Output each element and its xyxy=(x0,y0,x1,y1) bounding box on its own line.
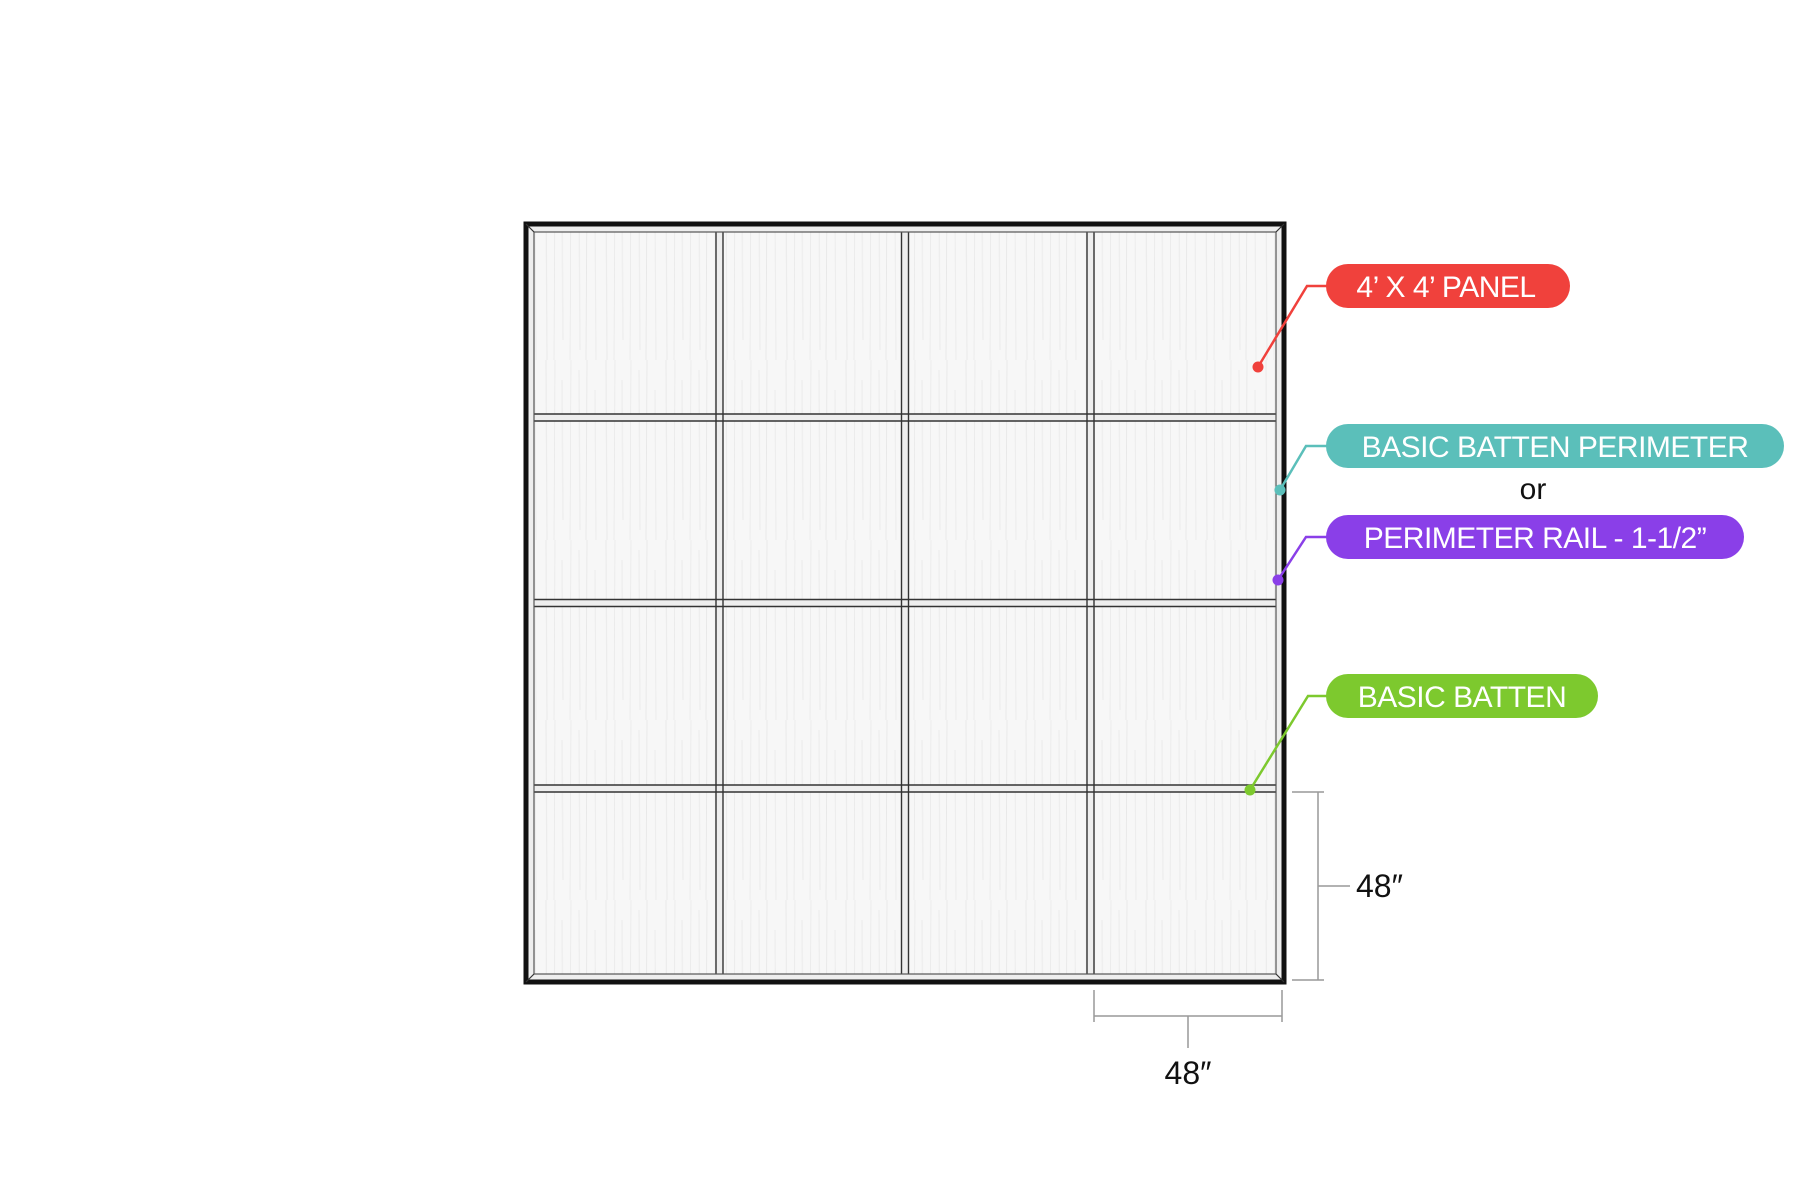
panel-r2-c3 xyxy=(908,420,1088,600)
panel-r3-c1 xyxy=(533,606,717,786)
panel-r2-c4 xyxy=(1093,420,1277,600)
panel-r4-c3 xyxy=(908,791,1088,975)
panel-label: 4’ X 4’ PANEL xyxy=(1356,271,1535,304)
vertical-dimension: 48″ xyxy=(1292,791,1403,981)
panel-r1-c4 xyxy=(1093,231,1277,415)
panel-r4-c2 xyxy=(722,791,902,975)
panels xyxy=(533,231,1277,975)
battens xyxy=(534,232,1276,974)
basic-batten-perimeter-label: BASIC BATTEN PERIMETER xyxy=(1362,431,1749,464)
basic-batten-perimeter-leader-line xyxy=(1278,444,1330,491)
panel-r1-c3 xyxy=(908,231,1088,415)
panel-leader-line xyxy=(1256,284,1330,368)
panel-r3-c2 xyxy=(722,606,902,786)
basic-batten-label: BASIC BATTEN xyxy=(1358,681,1566,714)
basic-batten-label-pill xyxy=(1326,674,1598,718)
panel-r1-c1 xyxy=(533,231,717,415)
vertical-dimension-label: 48″ xyxy=(1356,868,1403,904)
panel-r2-c1 xyxy=(533,420,717,600)
basic-batten-callout: BASIC BATTEN xyxy=(1244,674,1598,796)
perimeter-inner-edge xyxy=(533,231,1277,975)
panel-leader-dot xyxy=(1252,361,1264,373)
perimeter-frame xyxy=(523,221,1287,985)
perimeter-rail-label: PERIMETER RAIL - 1-1/2” xyxy=(1364,522,1706,555)
basic-batten-leader-dot xyxy=(1244,784,1256,796)
perimeter-rail-callout: PERIMETER RAIL - 1-1/2” xyxy=(1272,515,1744,586)
panel-r4-c4 xyxy=(1093,791,1277,975)
basic-batten-perimeter-leader-dot xyxy=(1274,484,1286,496)
frame-corner-tr xyxy=(1275,223,1285,233)
panel-r3-c3 xyxy=(908,606,1088,786)
basic-batten-perimeter-label-pill xyxy=(1326,424,1784,468)
panel-r1-c2 xyxy=(722,231,902,415)
frame-corner-br xyxy=(1275,973,1285,983)
horizontal-dimension: 48″ xyxy=(1093,990,1283,1091)
perimeter-rail-label-pill xyxy=(1326,515,1744,559)
frame-corner-bl xyxy=(525,973,535,983)
panel-r4-c1 xyxy=(533,791,717,975)
perimeter-rail-leader-line xyxy=(1276,535,1330,581)
or-separator: or xyxy=(1520,473,1547,506)
panel-r3-c4 xyxy=(1093,606,1277,786)
panel-r2-c2 xyxy=(722,420,902,600)
panel-label-pill xyxy=(1326,264,1570,308)
frame-corner-tl xyxy=(525,223,535,233)
basic-batten-leader-line xyxy=(1248,694,1330,791)
basic-batten-perimeter-callout: BASIC BATTEN PERIMETER xyxy=(1274,424,1784,496)
panel-callout: 4’ X 4’ PANEL xyxy=(1252,264,1570,373)
panel-grid xyxy=(523,221,1287,985)
horizontal-dimension-label: 48″ xyxy=(1165,1055,1212,1091)
perimeter-rail-leader-dot xyxy=(1272,574,1284,586)
